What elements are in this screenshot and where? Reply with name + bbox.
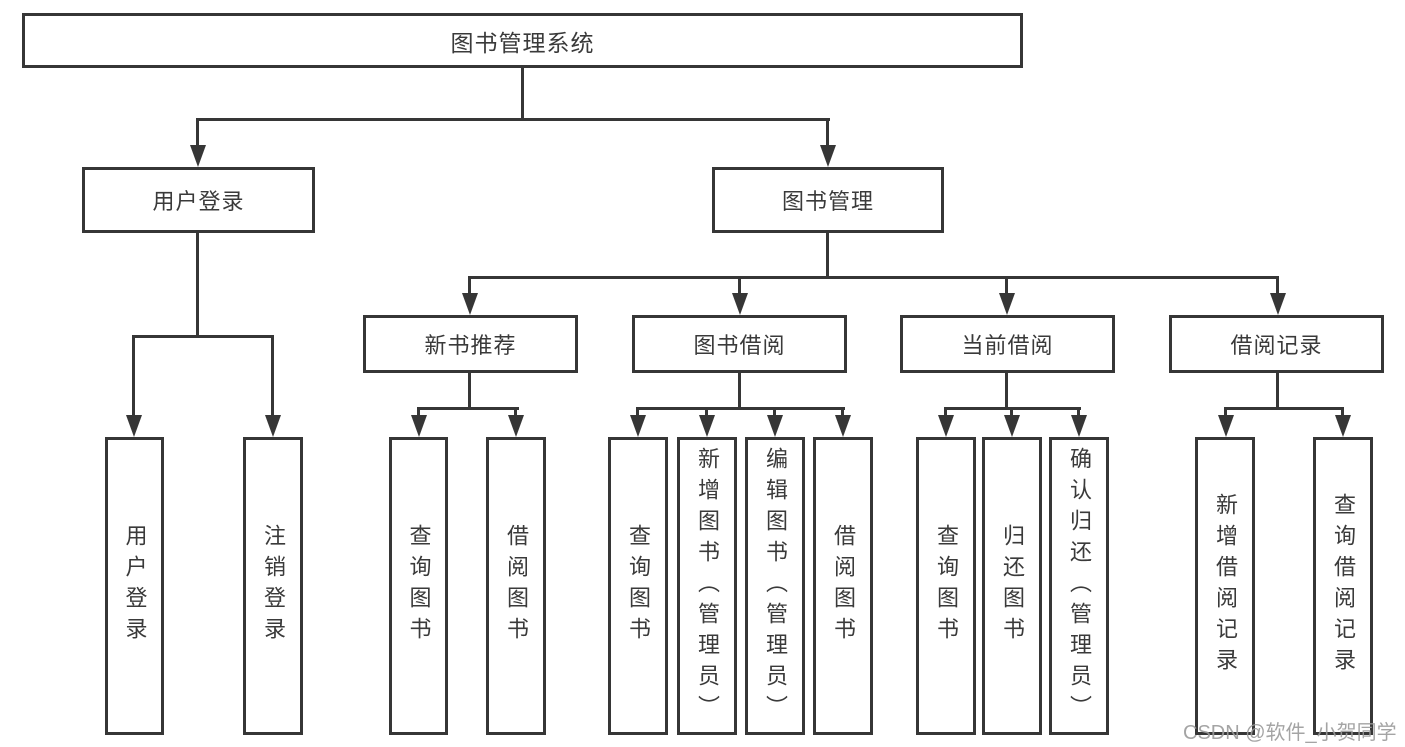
leaf-confirm-return-admin: 确认归还（管理员） bbox=[1049, 437, 1109, 735]
connector-vline bbox=[826, 233, 829, 276]
leaf-borrow-books-borrowing-label: 借阅图书 bbox=[831, 524, 856, 648]
connector-vline bbox=[1276, 373, 1279, 407]
connector-vline bbox=[1341, 407, 1344, 417]
node-user-login-label: 用户登录 bbox=[152, 189, 245, 214]
arrowhead-down bbox=[411, 415, 427, 437]
arrowhead-down bbox=[999, 293, 1015, 315]
connector-vline bbox=[521, 68, 524, 120]
leaf-add-book-admin: 新增图书（管理员） bbox=[677, 437, 737, 735]
node-library-system: 图书管理系统 bbox=[22, 13, 1023, 68]
connector-vline bbox=[468, 276, 471, 296]
connector-vline bbox=[1005, 373, 1008, 407]
connector-vline bbox=[1005, 276, 1008, 296]
connector-vline bbox=[196, 118, 199, 147]
arrowhead-down bbox=[462, 293, 478, 315]
leaf-borrow-books-recommend: 借阅图书 bbox=[486, 437, 546, 735]
leaf-borrow-books-borrowing: 借阅图书 bbox=[813, 437, 873, 735]
arrowhead-down bbox=[820, 145, 836, 167]
node-book-management: 图书管理 bbox=[712, 167, 944, 233]
connector-hline bbox=[636, 407, 845, 410]
leaf-logout-label: 注销登录 bbox=[261, 524, 286, 648]
connector-vline bbox=[132, 335, 135, 417]
connector-vline bbox=[468, 373, 471, 407]
arrowhead-down bbox=[835, 415, 851, 437]
connector-vline bbox=[773, 407, 776, 417]
leaf-query-borrow-record: 查询借阅记录 bbox=[1313, 437, 1373, 735]
connector-hline bbox=[132, 335, 274, 338]
connector-vline bbox=[944, 407, 947, 417]
leaf-query-books-current-label: 查询图书 bbox=[934, 524, 959, 648]
connector-hline bbox=[468, 276, 1279, 279]
csdn-watermark: CSDN @软件_小贺同学 bbox=[1183, 722, 1397, 744]
arrowhead-down bbox=[190, 145, 206, 167]
node-borrowing-records: 借阅记录 bbox=[1169, 315, 1384, 373]
connector-hline bbox=[1224, 407, 1344, 410]
connector-vline bbox=[1077, 407, 1080, 417]
leaf-query-books-current: 查询图书 bbox=[916, 437, 976, 735]
arrowhead-down bbox=[699, 415, 715, 437]
arrowhead-down bbox=[1335, 415, 1351, 437]
arrowhead-down bbox=[1270, 293, 1286, 315]
connector-vline bbox=[196, 233, 199, 335]
leaf-query-books-borrowing: 查询图书 bbox=[608, 437, 668, 735]
arrowhead-down bbox=[1004, 415, 1020, 437]
leaf-query-books-recommend: 查询图书 bbox=[389, 437, 448, 735]
connector-vline bbox=[1010, 407, 1013, 417]
arrowhead-down bbox=[732, 293, 748, 315]
leaf-add-book-admin-label: 新增图书（管理员） bbox=[695, 446, 720, 726]
leaf-add-borrow-record: 新增借阅记录 bbox=[1195, 437, 1255, 735]
connector-hline bbox=[196, 118, 830, 121]
arrowhead-down bbox=[508, 415, 524, 437]
leaf-user-login-label: 用户登录 bbox=[122, 524, 148, 648]
node-book-management-label: 图书管理 bbox=[781, 189, 874, 214]
leaf-query-books-borrowing-label: 查询图书 bbox=[626, 524, 651, 648]
leaf-return-book: 归还图书 bbox=[982, 437, 1042, 735]
leaf-return-book-label: 归还图书 bbox=[1000, 524, 1025, 648]
node-current-borrowing-label: 当前借阅 bbox=[961, 333, 1054, 358]
connector-vline bbox=[826, 118, 829, 147]
leaf-borrow-books-recommend-label: 借阅图书 bbox=[504, 524, 529, 648]
arrowhead-down bbox=[630, 415, 646, 437]
arrowhead-down bbox=[938, 415, 954, 437]
arrowhead-down bbox=[767, 415, 783, 437]
connector-vline bbox=[636, 407, 639, 417]
connector-vline bbox=[738, 276, 741, 296]
leaf-logout: 注销登录 bbox=[243, 437, 303, 735]
connector-vline bbox=[514, 407, 517, 417]
connector-vline bbox=[271, 335, 274, 417]
leaf-confirm-return-admin-label: 确认归还（管理员） bbox=[1067, 446, 1092, 726]
node-book-borrowing: 图书借阅 bbox=[632, 315, 847, 373]
arrowhead-down bbox=[265, 415, 281, 437]
connector-vline bbox=[1276, 276, 1279, 296]
node-current-borrowing: 当前借阅 bbox=[900, 315, 1115, 373]
leaf-edit-book-admin-label: 编辑图书（管理员） bbox=[763, 446, 788, 726]
leaf-add-borrow-record-label: 新增借阅记录 bbox=[1213, 493, 1238, 679]
leaf-query-books-recommend-label: 查询图书 bbox=[406, 524, 432, 648]
connector-vline bbox=[1224, 407, 1227, 417]
connector-vline bbox=[705, 407, 708, 417]
leaf-query-borrow-record-label: 查询借阅记录 bbox=[1331, 493, 1356, 679]
connector-vline bbox=[841, 407, 844, 417]
node-new-book-recommend-label: 新书推荐 bbox=[424, 333, 517, 358]
arrowhead-down bbox=[1071, 415, 1087, 437]
connector-vline bbox=[417, 407, 420, 417]
node-book-borrowing-label: 图书借阅 bbox=[693, 333, 786, 358]
connector-vline bbox=[738, 373, 741, 407]
connector-hline bbox=[417, 407, 519, 410]
leaf-edit-book-admin: 编辑图书（管理员） bbox=[745, 437, 805, 735]
arrowhead-down bbox=[126, 415, 142, 437]
node-library-system-label: 图书管理系统 bbox=[450, 29, 595, 56]
arrowhead-down bbox=[1218, 415, 1234, 437]
node-new-book-recommend: 新书推荐 bbox=[363, 315, 578, 373]
node-user-login: 用户登录 bbox=[82, 167, 315, 233]
node-borrowing-records-label: 借阅记录 bbox=[1230, 333, 1323, 358]
leaf-user-login: 用户登录 bbox=[105, 437, 164, 735]
